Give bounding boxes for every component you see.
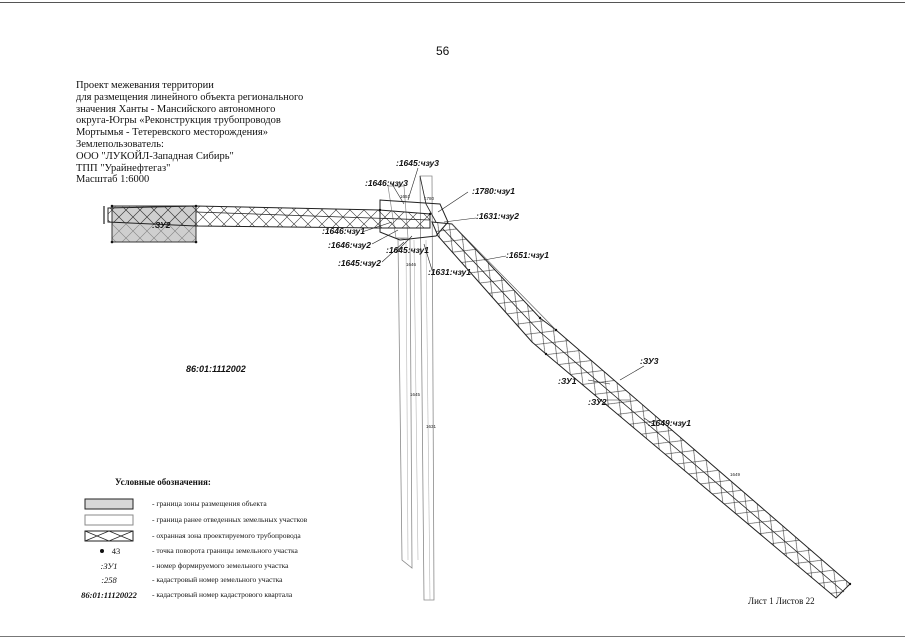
pipeline-corridor-horizontal [103, 205, 431, 229]
parcel-number: 1780 [424, 196, 435, 201]
map-label: :1645:чзу2 [338, 258, 381, 268]
sheet-info: Лист 1 Листов 22 [748, 596, 815, 606]
map-label: :1651:чзу1 [506, 250, 549, 260]
map-label: :1631:чзу1 [428, 267, 471, 277]
legend-text: - граница ранее отведенных земельных уча… [152, 515, 308, 524]
page-border-bottom [0, 636, 905, 637]
legend-text: - кадастровый номер земельного участка [152, 575, 283, 584]
point-dot-icon [99, 549, 104, 553]
pipeline-corridor-diagonal [431, 221, 851, 599]
title-line: округа-Югры «Реконструкция трубопроводов [76, 115, 281, 127]
map-label: :ЗУ2 [588, 397, 607, 407]
map-label: :1646:чзу2 [328, 240, 371, 250]
legend-symbol-text: :ЗУ1 [100, 561, 118, 571]
legend-item: 43 - точка поворота границы земельного у… [74, 545, 374, 559]
legend-text: - граница зоны размещения объекта [152, 499, 267, 508]
page-border-top [0, 2, 905, 3]
legend-item: 86:01:11120022 - кадастровый номер кадас… [74, 589, 374, 603]
legend-text: - точка поворота границы земельного учас… [152, 546, 298, 555]
parcel-number: 1631 [426, 424, 437, 429]
legend-title: Условные обозначения: [115, 477, 211, 487]
title-line: Землепользователь: [76, 138, 164, 150]
parcel-number: 1651 [400, 194, 411, 199]
map-label: :ЗУ1 [558, 376, 577, 386]
parcel-number: 1649 [730, 472, 741, 477]
page-number: 56 [436, 44, 450, 58]
legend-text: - кадастровый номер кадастрового квартал… [152, 590, 293, 599]
cadastral-quarter-label: 86:01:1112002 [186, 364, 246, 374]
legend-item: - граница ранее отведенных земельных уча… [74, 514, 374, 528]
title-block: Проект межевания территории для размещен… [76, 80, 303, 186]
title-line: ООО "ЛУКОЙЛ-Западная Сибирь" [76, 150, 234, 162]
parcel-number: 1645 [410, 392, 421, 397]
legend-symbol-text: 43 [111, 546, 121, 556]
legend-symbol-parcel-boundary [74, 514, 144, 526]
legend-symbol-zone-boundary [74, 498, 144, 510]
junction-zone [379, 199, 449, 241]
parcel-number: 1646 [406, 262, 417, 267]
legend-symbol-turning-point: 43 [74, 545, 144, 557]
map-label: :1646:чзу3 [365, 178, 408, 188]
map-label: :1780:чзу1 [472, 186, 515, 196]
legend-item: :ЗУ1 - номер формируемого земельного уча… [74, 560, 374, 574]
map-label: :ЗУ3 [640, 356, 659, 366]
title-line: значения Ханты - Мансийского автономного [76, 103, 276, 115]
legend-symbol-protection-zone [74, 530, 144, 542]
legend-symbol-text: :258 [101, 575, 117, 585]
existing-parcels [387, 175, 435, 601]
title-line: Масштаб 1:6000 [76, 174, 150, 186]
legend-symbol-text: 86:01:11120022 [81, 590, 137, 600]
map-label: :1645:чзу1 [386, 245, 429, 255]
map-label: :1649:чзу1 [648, 418, 691, 428]
title-line: Проект межевания территории [76, 80, 214, 91]
turning-points [110, 204, 852, 586]
legend-item: - граница зоны размещения объекта [74, 498, 374, 512]
map-label: :1646:чзу1 [322, 226, 365, 236]
label-leaders [361, 167, 657, 427]
title-line: для размещения линейного объекта региона… [76, 91, 304, 103]
legend-text: - номер формируемого земельного участка [152, 561, 289, 570]
legend-item: - охранная зона проектируемого трубопров… [74, 530, 374, 544]
title-line: ТПП "Урайнефтегаз" [76, 162, 171, 174]
legend-item: :258 - кадастровый номер земельного учас… [74, 574, 374, 588]
map-label: :1631:чзу2 [476, 211, 519, 221]
map-label: :ЗУ2 [152, 220, 171, 230]
map-label: :1645:чзу3 [396, 158, 439, 168]
title-line: Мортымья - Тетеревского месторождения» [76, 127, 268, 139]
legend-text: - охранная зона проектируемого трубопров… [152, 531, 301, 540]
